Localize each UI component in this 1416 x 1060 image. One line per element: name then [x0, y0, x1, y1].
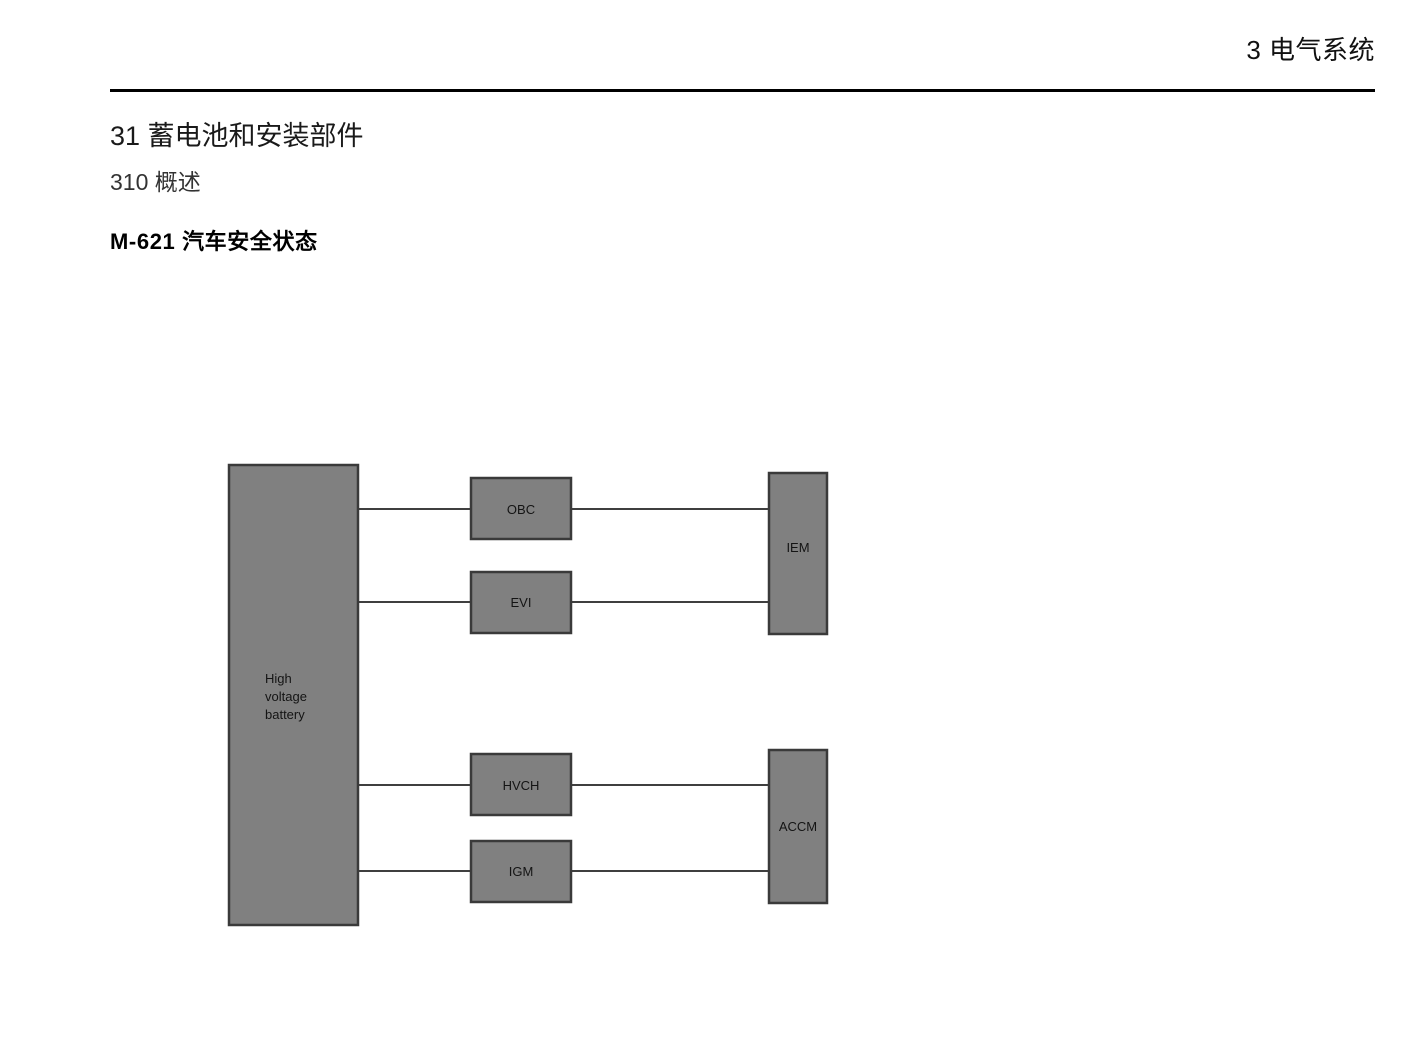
node-label-hvch: HVCH	[503, 778, 540, 793]
node-label-iem: IEM	[786, 540, 809, 555]
node-label-igm: IGM	[509, 864, 534, 879]
header-divider-rule	[110, 89, 1375, 92]
node-accm	[767, 748, 829, 905]
node-label-evi: EVI	[511, 595, 532, 610]
node-obc	[469, 476, 573, 541]
node-label-accm: ACCM	[779, 819, 817, 834]
section-title: 31 蓄电池和安装部件	[110, 121, 364, 151]
node-high-voltage-battery	[227, 463, 360, 927]
node-iem	[767, 471, 829, 636]
node-evi	[469, 570, 573, 635]
header-chapter-title: 3 电气系统	[1246, 35, 1375, 65]
node-label-battery-line2: voltage	[265, 689, 307, 704]
node-label-battery-line1: High	[265, 671, 292, 686]
subsection-title: 310 概述	[110, 169, 201, 195]
page-header: 3 电气系统	[0, 0, 1416, 96]
block-title: M-621 汽车安全状态	[110, 229, 318, 254]
node-label-battery-line3: battery	[265, 707, 305, 722]
node-igm	[469, 839, 573, 904]
node-label-obc: OBC	[507, 502, 535, 517]
node-hvch	[469, 752, 573, 817]
